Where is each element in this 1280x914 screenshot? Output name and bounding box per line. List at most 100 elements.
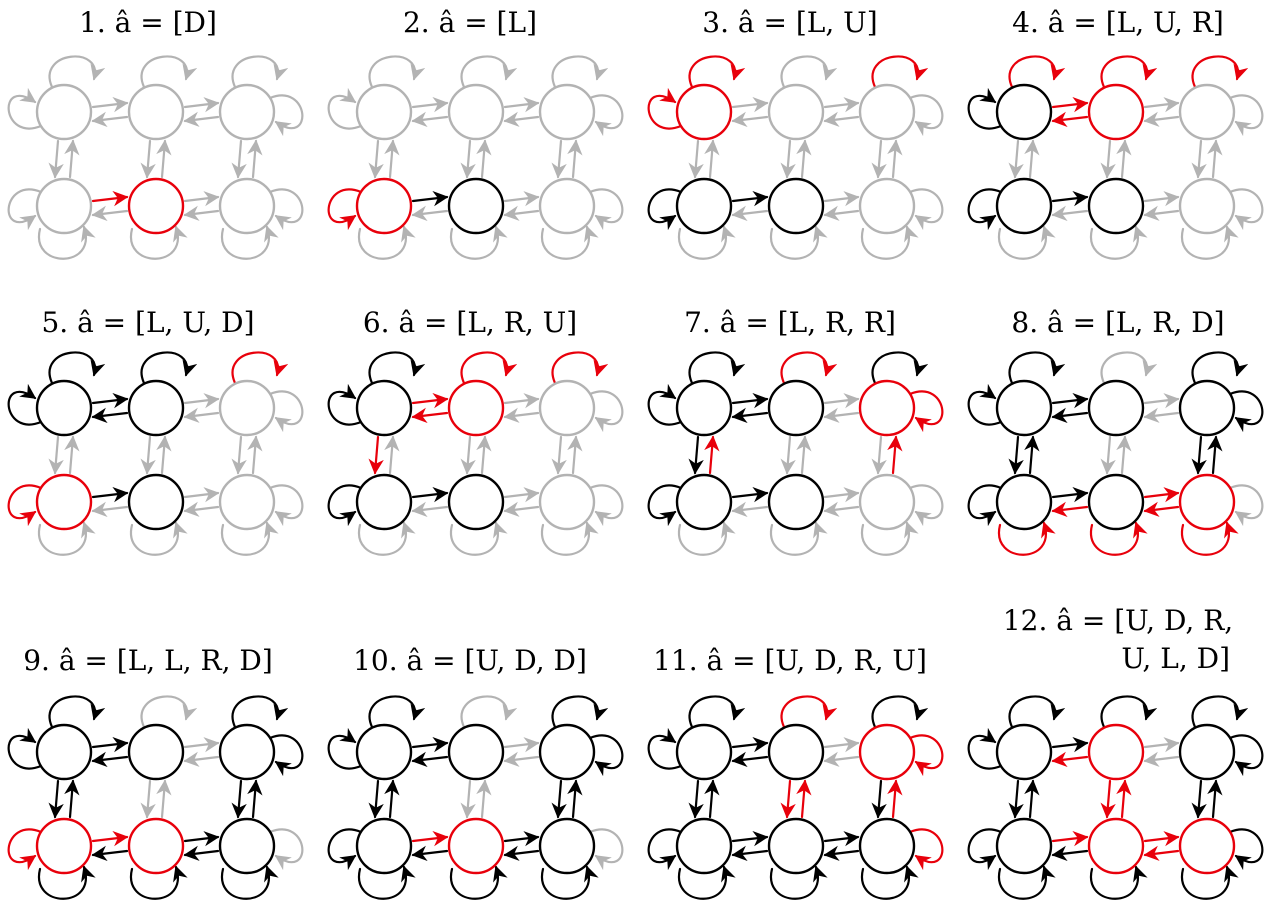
edge-left xyxy=(91,751,129,768)
edge-down xyxy=(460,139,476,179)
self-loop-down xyxy=(220,225,279,260)
edge-left xyxy=(731,205,769,222)
state-node xyxy=(767,817,825,875)
self-loop-down xyxy=(540,225,599,260)
state-node xyxy=(858,723,916,781)
panel-label: 4. â = [L, U, R] xyxy=(1012,6,1224,39)
self-loop-down xyxy=(37,521,96,556)
state-node xyxy=(447,177,505,235)
state-node xyxy=(35,83,93,141)
panel-label: 7. â = [L, R, R] xyxy=(684,306,896,339)
edge-down xyxy=(368,779,384,819)
self-loop-up xyxy=(780,55,838,89)
state-node xyxy=(767,473,825,531)
state-node xyxy=(858,473,916,531)
edge-right xyxy=(1143,191,1180,207)
state-node xyxy=(355,817,413,875)
self-loop-right xyxy=(268,188,304,231)
edge-left xyxy=(1143,501,1180,517)
self-loop-up xyxy=(368,351,426,385)
self-loop-left xyxy=(327,828,363,871)
state-node xyxy=(767,723,825,781)
edge-up xyxy=(1116,139,1132,179)
state-node xyxy=(1178,723,1236,781)
edge-left xyxy=(91,205,129,222)
edge-up xyxy=(156,779,172,819)
self-loop-down xyxy=(449,225,508,260)
self-loop-up xyxy=(688,351,746,385)
state-node xyxy=(447,723,505,781)
edge-right xyxy=(823,97,860,113)
self-loop-left xyxy=(647,188,683,231)
self-loop-up xyxy=(1191,695,1249,729)
panel-6: 6. â = [L, R, U] xyxy=(327,306,624,556)
self-loop-down xyxy=(1089,225,1148,260)
self-loop-down xyxy=(37,225,96,260)
self-loop-left xyxy=(327,87,363,130)
state-node xyxy=(1087,379,1145,437)
edge-right xyxy=(503,97,540,113)
edge-down xyxy=(780,139,796,179)
edge-down xyxy=(1191,139,1207,179)
state-node xyxy=(447,817,505,875)
edge-up xyxy=(704,139,720,179)
edge-left xyxy=(183,111,220,127)
self-loop-up xyxy=(460,695,518,729)
edge-right xyxy=(823,487,860,503)
panel-10: 10. â = [U, D, D] xyxy=(327,644,624,900)
state-node xyxy=(35,379,93,437)
edge-up xyxy=(796,435,812,475)
edge-up xyxy=(1024,139,1040,179)
edge-right xyxy=(503,393,540,409)
self-loop-up xyxy=(1100,695,1158,729)
self-loop-up xyxy=(551,351,609,385)
self-loop-up xyxy=(368,55,426,89)
edge-up xyxy=(704,779,720,819)
edge-left xyxy=(503,751,540,767)
edge-up xyxy=(1207,779,1223,819)
state-node xyxy=(538,723,596,781)
state-node xyxy=(127,723,185,781)
edge-right xyxy=(91,486,129,503)
edge-left xyxy=(503,845,540,861)
state-node xyxy=(127,177,185,235)
edge-up xyxy=(476,435,492,475)
self-loop-up xyxy=(231,695,289,729)
state-node xyxy=(675,723,733,781)
self-loop-up xyxy=(1008,351,1066,385)
self-loop-down xyxy=(1089,865,1148,900)
self-loop-left xyxy=(647,484,683,527)
state-node xyxy=(995,83,1053,141)
edge-down xyxy=(140,435,156,475)
self-loop-down xyxy=(540,865,599,900)
edge-left xyxy=(503,111,540,127)
edge-right xyxy=(411,830,449,847)
edge-left xyxy=(183,501,220,517)
edge-right xyxy=(1051,190,1089,207)
self-loop-down xyxy=(860,865,919,900)
self-loop-right xyxy=(588,94,624,137)
state-node xyxy=(447,379,505,437)
edge-up xyxy=(1207,139,1223,179)
self-loop-down xyxy=(449,521,508,556)
state-node xyxy=(218,473,276,531)
self-loop-up xyxy=(48,695,106,729)
state-node xyxy=(675,83,733,141)
edge-left xyxy=(823,407,860,423)
state-node xyxy=(1087,473,1145,531)
edge-right xyxy=(503,737,540,753)
state-node xyxy=(1087,723,1145,781)
edge-up xyxy=(64,435,80,475)
edge-down xyxy=(48,779,64,819)
self-loop-up xyxy=(780,695,838,729)
edge-up xyxy=(887,139,903,179)
state-node xyxy=(675,817,733,875)
edge-right xyxy=(823,831,860,847)
edge-up xyxy=(156,435,172,475)
edge-right xyxy=(183,487,220,503)
edge-up xyxy=(567,435,583,475)
self-loop-down xyxy=(1180,225,1239,260)
edge-right xyxy=(731,736,769,753)
self-loop-down xyxy=(129,521,188,556)
self-loop-right xyxy=(908,390,944,433)
